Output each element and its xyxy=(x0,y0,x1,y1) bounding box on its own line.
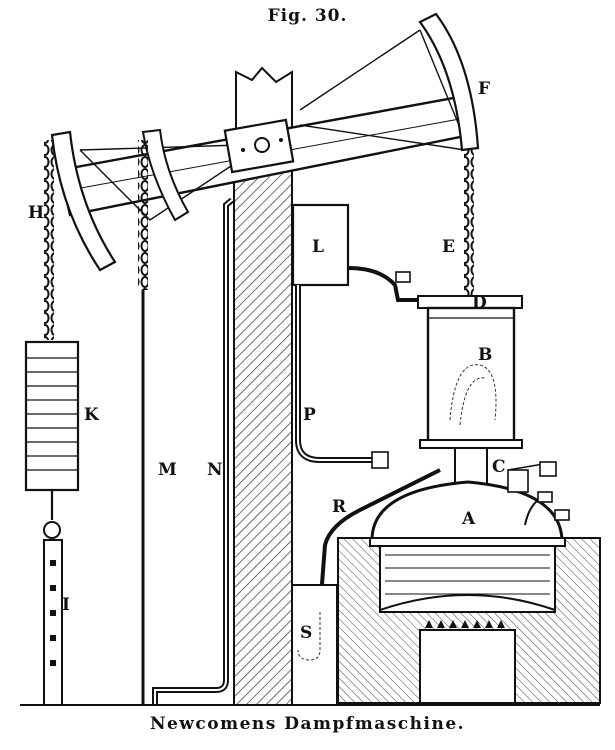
tank-pipe xyxy=(347,266,420,302)
label-m: M xyxy=(158,460,177,480)
boiler-fittings xyxy=(507,461,570,521)
water-tank xyxy=(291,203,350,287)
label-n: N xyxy=(207,460,223,480)
figure-number: Fig. 30. xyxy=(267,6,348,26)
label-f: F xyxy=(478,79,490,99)
label-s: S xyxy=(300,623,312,643)
pump-rod xyxy=(43,490,63,706)
label-c: C xyxy=(492,457,506,477)
label-d: D xyxy=(472,293,487,313)
label-p: P xyxy=(303,405,316,425)
label-b: B xyxy=(478,345,492,365)
label-r: R xyxy=(332,497,347,517)
tank-valve xyxy=(395,271,411,283)
boiler-brickwork xyxy=(337,537,601,704)
pipe-r xyxy=(318,468,441,611)
arch-head-right xyxy=(418,12,480,152)
chain-e xyxy=(464,150,474,300)
chain-m xyxy=(138,140,148,290)
cylinder xyxy=(417,295,523,449)
counterweight xyxy=(24,340,80,492)
label-h: H xyxy=(28,203,44,223)
label-k: K xyxy=(84,405,100,425)
cistern xyxy=(291,584,338,706)
chain-h xyxy=(44,140,54,340)
injection-valve xyxy=(371,451,389,469)
label-e: E xyxy=(442,237,455,257)
pipe-p xyxy=(295,285,380,463)
masonry-pillar xyxy=(233,66,293,706)
pipe-n-inner xyxy=(154,199,233,705)
pipe-n xyxy=(152,197,234,705)
pipe-p-inner xyxy=(297,285,380,461)
label-i: I xyxy=(62,595,70,615)
arch-head-left xyxy=(50,128,190,272)
figure-caption: Newcomens Dampfmaschine. xyxy=(149,714,466,734)
label-a: A xyxy=(461,509,476,529)
label-l: L xyxy=(312,237,324,257)
